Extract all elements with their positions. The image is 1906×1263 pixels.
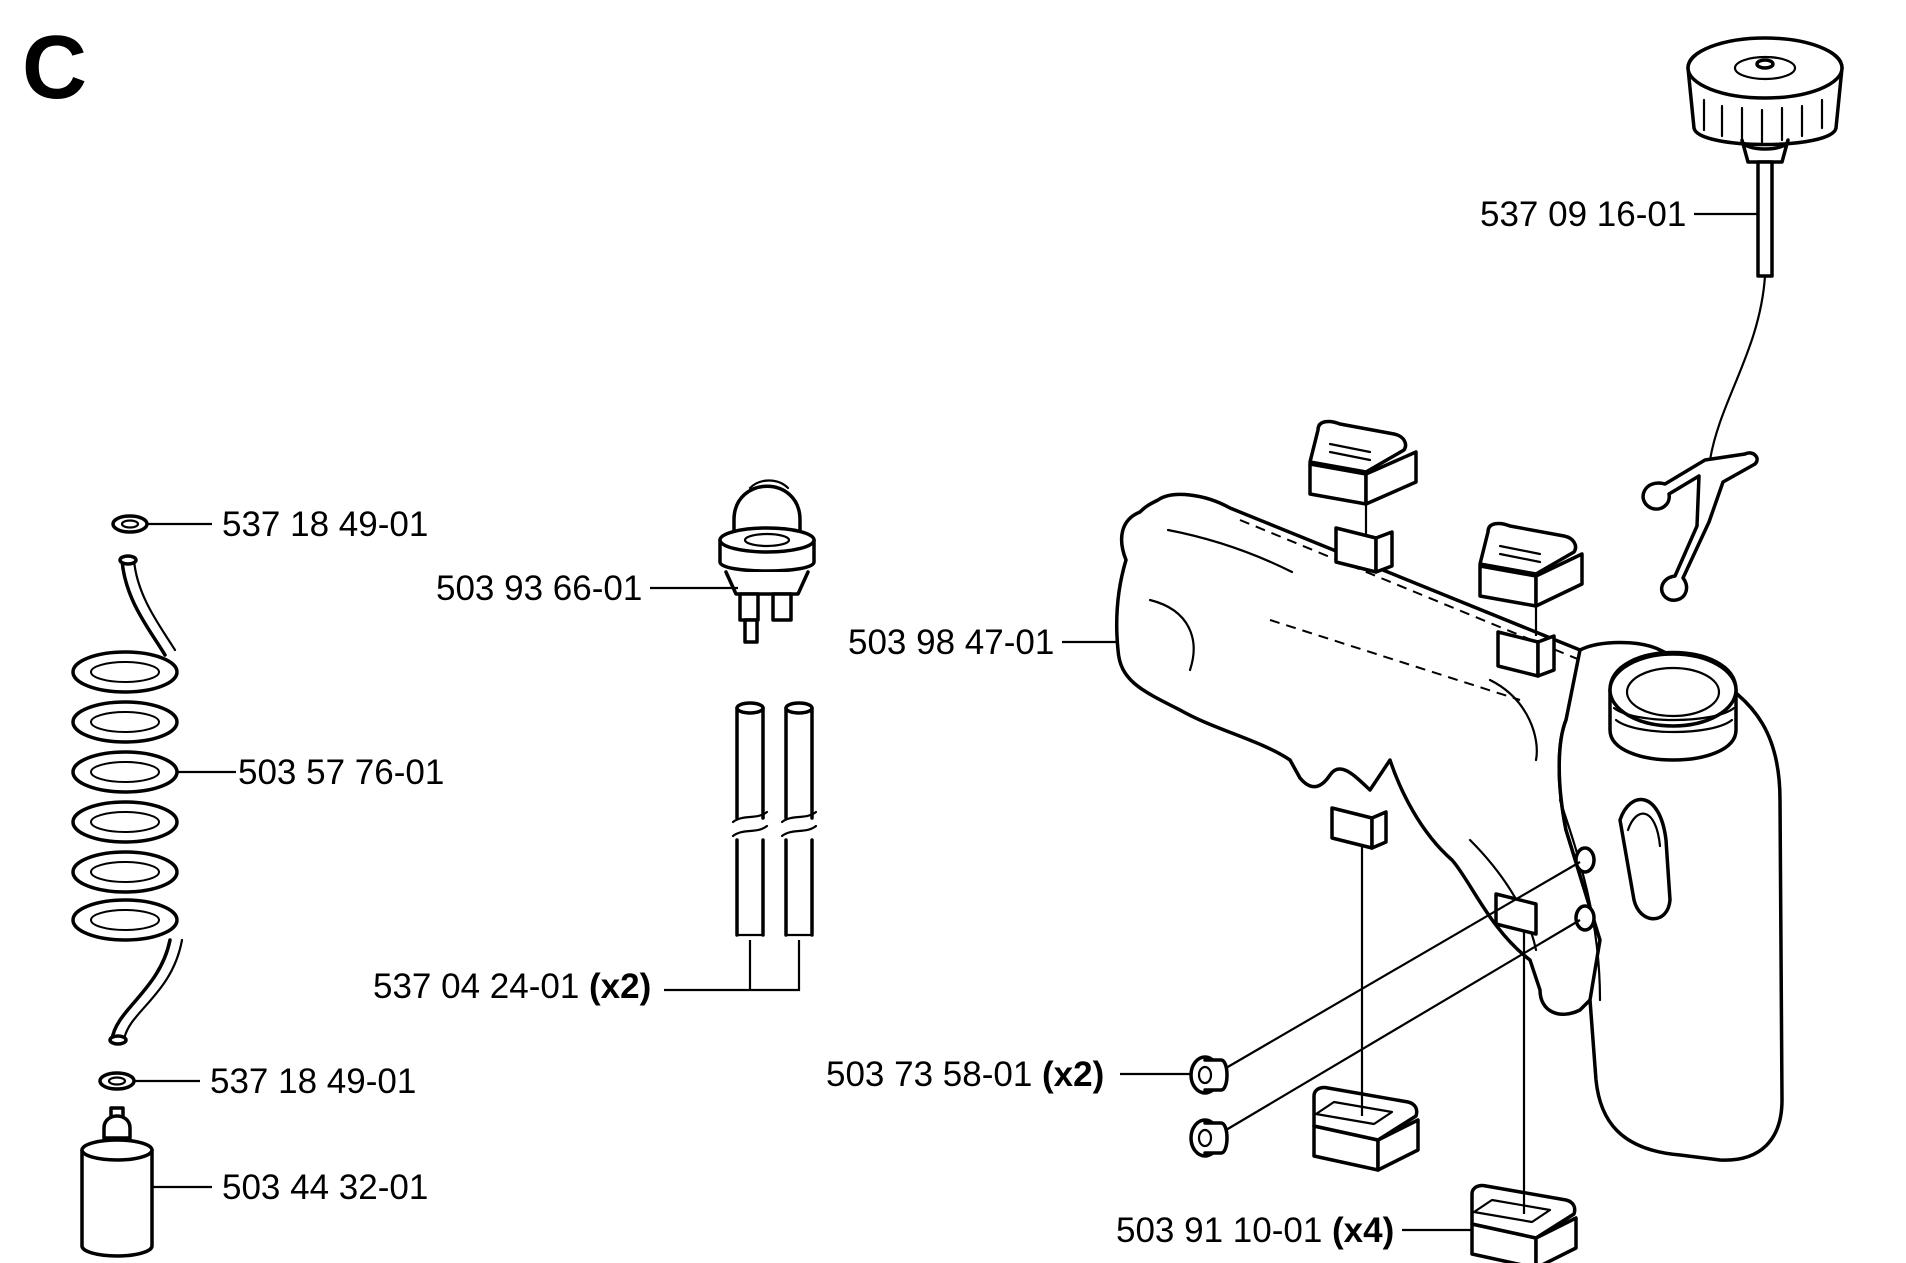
primer-bulb	[718, 479, 816, 644]
section-letter: C	[22, 18, 87, 118]
grommet-lower	[1189, 1118, 1229, 1158]
rubber-mount-bottom-left	[1312, 1085, 1420, 1172]
o-ring-top	[111, 514, 149, 534]
label-fuel-tubes: 537 04 24-01 (x2)	[373, 967, 651, 1006]
label-fuel-filter: 503 44 32-01	[222, 1168, 428, 1207]
label-fuel-tank: 503 98 47-01	[848, 623, 1054, 662]
o-ring-bottom	[98, 1071, 136, 1091]
rubber-mount-top-right	[1478, 521, 1584, 608]
fuel-filter	[80, 1106, 154, 1258]
fuel-hose-coil	[71, 554, 184, 1046]
fuel-cap	[1641, 36, 1844, 602]
label-o-ring-bottom: 537 18 49-01	[210, 1062, 416, 1101]
label-rubber-mounts: 503 91 10-01 (x4)	[1116, 1211, 1394, 1250]
label-fuel-cap: 537 09 16-01	[1480, 195, 1686, 234]
rubber-mount-top-left	[1308, 419, 1418, 506]
fuel-tank	[1114, 492, 1784, 1162]
label-o-ring-top: 537 18 49-01	[222, 505, 428, 544]
label-primer-bulb: 503 93 66-01	[436, 569, 642, 608]
label-fuel-hose-coil: 503 57 76-01	[238, 753, 444, 792]
label-grommets: 503 73 58-01 (x2)	[826, 1055, 1104, 1094]
grommet-upper	[1189, 1055, 1229, 1095]
fuel-tubes	[731, 701, 818, 937]
